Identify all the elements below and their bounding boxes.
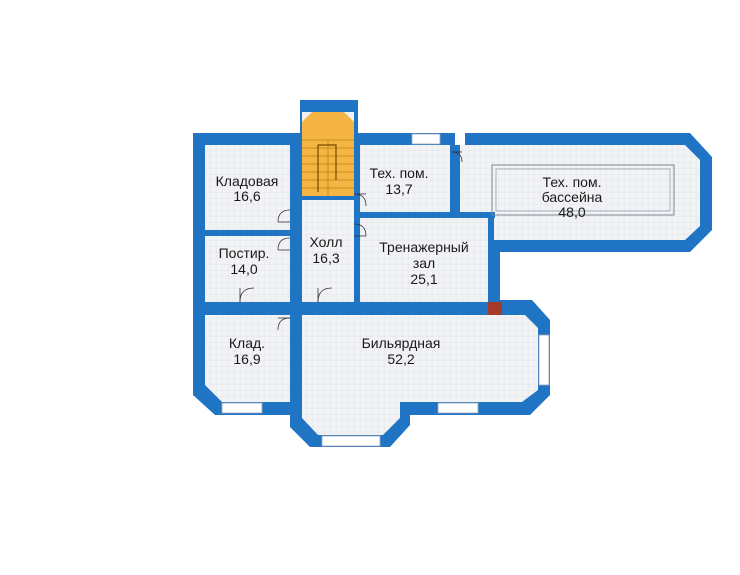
room-gym-floor [360, 218, 488, 302]
room-billiard-area: 52,2 [387, 351, 414, 367]
room-pantry-top-floor [205, 145, 290, 230]
room-pantry-top-label: Кладовая [216, 173, 279, 189]
room-pantry-top-area: 16,6 [233, 188, 260, 204]
window-storage-bottom [221, 402, 263, 414]
room-laundry-floor [205, 236, 290, 302]
room-storage-floor [205, 315, 290, 402]
room-gym-label: Тренажерный [379, 239, 468, 255]
staircase [302, 112, 354, 196]
room-tech-floor [360, 145, 450, 212]
interior-walls [205, 133, 525, 415]
windows [221, 133, 550, 447]
room-storage-area: 16,9 [233, 351, 260, 367]
window-billiard-bay [321, 435, 381, 447]
room-pool-tech-label-2: бассейна [542, 189, 603, 205]
doors [239, 151, 463, 331]
room-gym-label-2: зал [413, 255, 435, 271]
room-tech-area: 13,7 [385, 181, 412, 197]
pool-outline [491, 164, 675, 216]
chimney [488, 302, 502, 315]
room-pool-tech-area: 48,0 [558, 204, 585, 220]
room-pool-tech-label: Тех. пом. [543, 174, 602, 190]
room-billiard-floor [302, 315, 538, 435]
room-gym-area: 25,1 [410, 271, 437, 287]
room-hall-label: Холл [310, 234, 343, 250]
room-labels: Кладовая 16,6 Тех. пом. 13,7 Тех. пом. б… [216, 165, 603, 367]
room-tech-label: Тех. пом. [370, 165, 429, 181]
window-billiard-bottom-right [437, 402, 479, 414]
room-laundry-label: Постир. [219, 245, 270, 261]
room-hall-floor [302, 200, 354, 302]
room-hall-area: 16,3 [312, 250, 339, 266]
window-billiard-side [538, 334, 550, 386]
room-billiard-label: Бильярдная [362, 335, 441, 351]
room-laundry-area: 14,0 [230, 261, 257, 277]
room-storage-label: Клад. [229, 335, 265, 351]
window-top-tech [411, 133, 441, 145]
